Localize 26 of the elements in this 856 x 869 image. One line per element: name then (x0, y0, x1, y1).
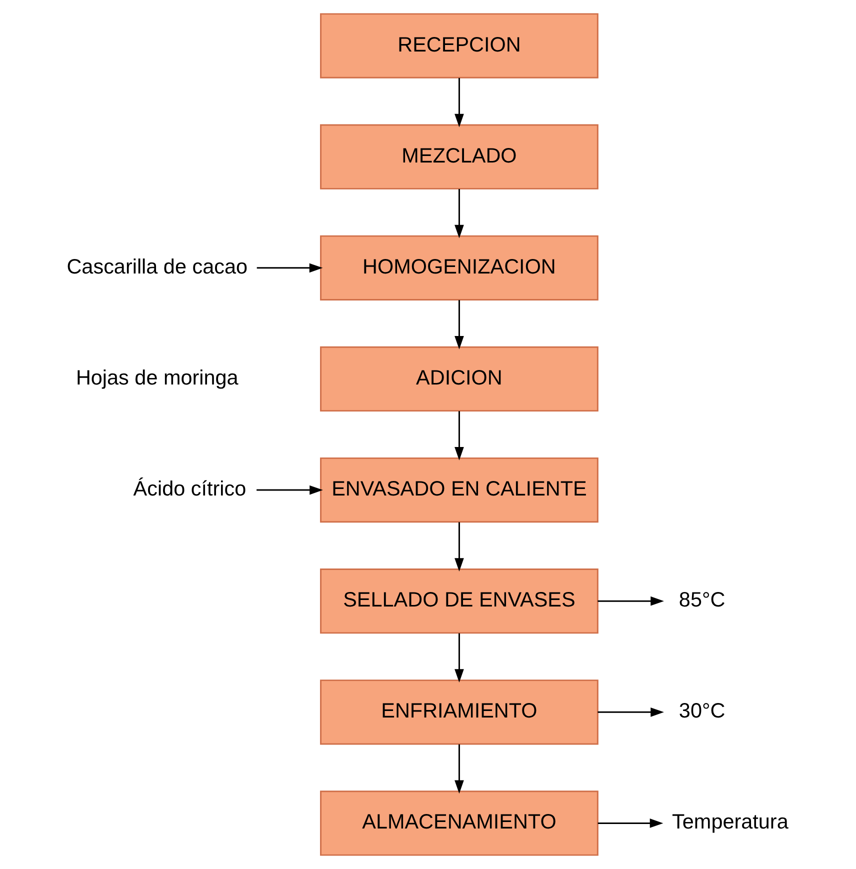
node-box: ENFRIAMIENTO (320, 680, 598, 745)
arrow (454, 300, 464, 350)
label: Hojas de moringa (75, 366, 238, 390)
arrow (256, 263, 322, 273)
node-box: ADICION (320, 346, 598, 412)
arrow (454, 189, 464, 238)
node-box: SELLADO DE ENVASES (320, 568, 598, 634)
arrow (256, 485, 322, 495)
node-text: 30°C (678, 700, 725, 723)
arrow (597, 818, 663, 828)
arrow (454, 633, 464, 683)
node-text: Ácido cítrico (132, 478, 246, 501)
arrow (454, 78, 464, 128)
arrow (597, 707, 664, 717)
arrow (454, 522, 464, 572)
node-box: MEZCLADO (320, 124, 598, 190)
node-text: 85°C (678, 588, 725, 612)
node-box: ALMACENAMIENTO (320, 790, 598, 856)
arrow (597, 596, 664, 606)
node-box: ENVASADO EN CALIENTE (320, 457, 598, 523)
node-box: RECEPCION (320, 13, 598, 78)
node-box: HOMOGENIZACION (320, 235, 598, 300)
arrow (454, 411, 464, 460)
node-text: Cascarilla de cacao (66, 255, 248, 278)
arrow (454, 744, 464, 794)
node-text: Temperatura (672, 810, 788, 834)
